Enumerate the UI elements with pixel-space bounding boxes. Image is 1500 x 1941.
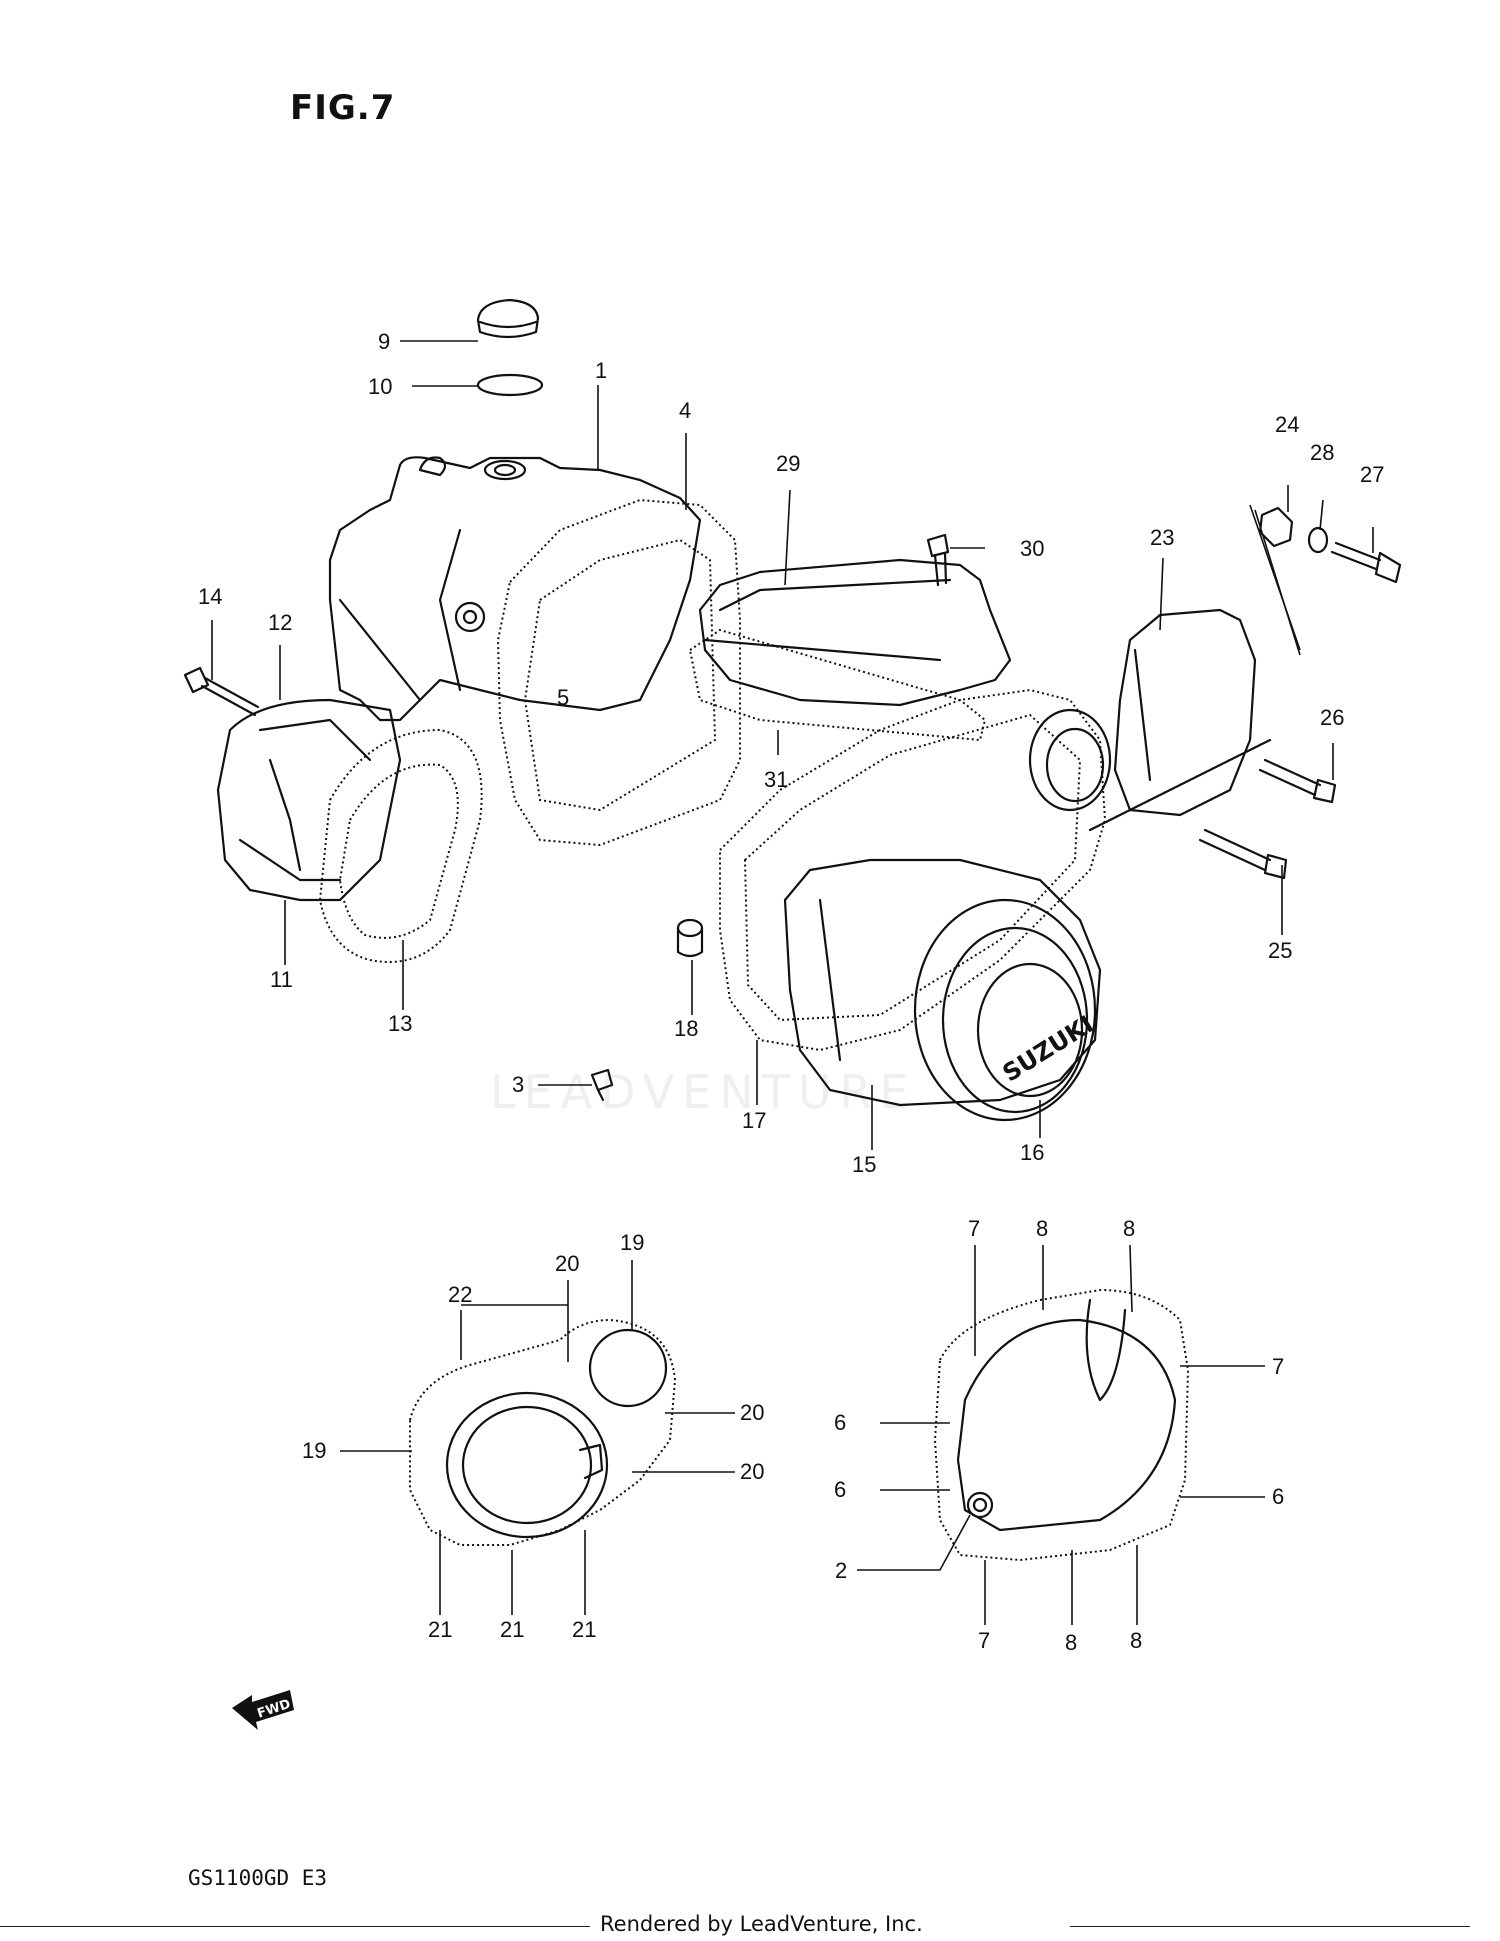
callout-8-b: 8 xyxy=(1123,1216,1135,1241)
callout-3: 3 xyxy=(512,1072,524,1097)
watermark: LEADVENTURE xyxy=(490,1065,917,1119)
side-cover xyxy=(1088,608,1272,832)
callout-21-b: 21 xyxy=(500,1617,524,1642)
dowel-pin xyxy=(676,918,704,958)
crankcase-gasket xyxy=(933,1288,1190,1562)
bolt-25 xyxy=(1198,828,1288,880)
callout-23: 23 xyxy=(1150,525,1174,550)
bolt-30 xyxy=(926,533,950,587)
bearing-gasket xyxy=(318,728,483,963)
callout-16: 16 xyxy=(1020,1140,1044,1165)
callout-19-b: 19 xyxy=(302,1438,326,1463)
callout-20-c: 20 xyxy=(740,1459,764,1484)
callout-20-b: 20 xyxy=(740,1400,764,1425)
model-code: GS1100GD E3 xyxy=(188,1866,328,1890)
callout-2: 2 xyxy=(835,1558,847,1583)
bolt-26 xyxy=(1258,758,1337,804)
callout-14: 14 xyxy=(198,584,222,609)
bearing-housing xyxy=(216,698,402,902)
callout-26: 26 xyxy=(1320,705,1344,730)
callout-27: 27 xyxy=(1360,462,1384,487)
callout-10: 10 xyxy=(368,374,392,399)
callout-6-c: 6 xyxy=(1272,1484,1284,1509)
callout-30: 30 xyxy=(1020,536,1044,561)
callout-28: 28 xyxy=(1310,440,1334,465)
crankcase-cover-housing xyxy=(328,456,702,722)
callout-21-a: 21 xyxy=(428,1617,452,1642)
callout-11: 11 xyxy=(270,967,293,992)
callout-6-a: 6 xyxy=(834,1410,846,1435)
callout-8-c: 8 xyxy=(1065,1630,1077,1655)
callout-9: 9 xyxy=(378,329,390,354)
callout-8-a: 8 xyxy=(1036,1216,1048,1241)
callout-15: 15 xyxy=(852,1152,876,1177)
callout-7-b: 7 xyxy=(1272,1354,1284,1379)
callout-25: 25 xyxy=(1268,938,1292,963)
footer-rule-right xyxy=(1070,1926,1470,1927)
callout-12: 12 xyxy=(268,610,292,635)
bolt-14 xyxy=(183,666,260,717)
callout-18: 18 xyxy=(674,1016,698,1041)
generator-cover-gasket xyxy=(719,688,1107,1052)
callout-7-a: 7 xyxy=(968,1216,980,1241)
callout-19-a: 19 xyxy=(620,1230,644,1255)
figure-title: FIG.7 xyxy=(290,88,396,128)
footer-credit: Rendered by LeadVenture, Inc. xyxy=(600,1912,923,1936)
callout-7-c: 7 xyxy=(978,1628,990,1653)
callout-6-b: 6 xyxy=(834,1477,846,1502)
middle-cover-gasket xyxy=(688,628,987,742)
leader-lines xyxy=(211,340,1374,1625)
callout-31: 31 xyxy=(764,767,788,792)
footer-rule-left xyxy=(0,1926,590,1927)
oil-filler-cap xyxy=(476,298,540,339)
callout-29: 29 xyxy=(776,451,800,476)
callout-21-c: 21 xyxy=(572,1617,596,1642)
o-ring xyxy=(476,373,544,397)
middle-cover xyxy=(698,558,1012,707)
callout-20-a: 20 xyxy=(555,1251,579,1276)
washer-28 xyxy=(1307,526,1329,554)
callout-labels: 1 2 3 4 5 6 6 6 7 7 7 8 8 8 8 9 10 11 12… xyxy=(198,329,1384,1655)
callout-13: 13 xyxy=(388,1011,412,1036)
crankcase-cover-gasket xyxy=(496,498,741,847)
callout-22: 22 xyxy=(448,1282,472,1307)
callout-17: 17 xyxy=(742,1108,766,1133)
callout-8-d: 8 xyxy=(1130,1628,1142,1653)
callout-4: 4 xyxy=(679,398,691,423)
callout-1: 1 xyxy=(595,358,607,383)
clutch-cover-gasket xyxy=(409,1318,677,1546)
bolt-27 xyxy=(1330,541,1402,584)
callout-5: 5 xyxy=(557,685,569,710)
fwd-arrow-icon: FWD xyxy=(232,1690,294,1730)
callout-24: 24 xyxy=(1275,412,1299,437)
generator-cover xyxy=(783,708,1112,1122)
plug xyxy=(590,1068,614,1102)
